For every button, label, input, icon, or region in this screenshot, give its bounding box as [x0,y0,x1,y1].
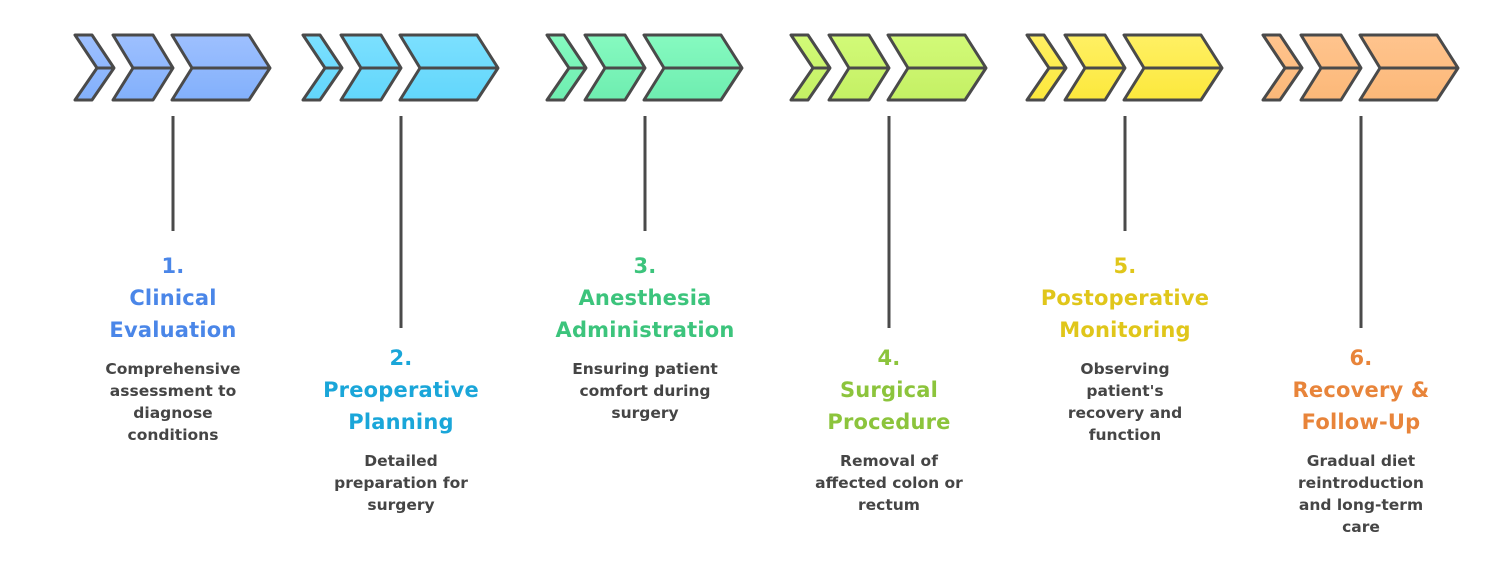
step-description-line: Detailed [364,452,438,470]
step-title: Surgical [839,378,939,402]
step-description-line: preparation for [334,474,468,492]
step-description-line: Removal of [840,452,938,470]
step-3-chevron-group [545,33,744,102]
step-description-line: rectum [858,496,920,514]
step-1-chevron-group [73,33,272,102]
step-title: Clinical [129,286,217,310]
step-title: Anesthesia [578,286,712,310]
step-title: Monitoring [1059,318,1191,342]
step-description-line: surgery [367,496,435,514]
step-description-line: assessment to [109,382,237,400]
step-number: 4. [877,346,901,370]
step-description-line: Gradual diet [1306,452,1416,470]
step-6-chevron-group [1261,33,1460,102]
step-description-line: recovery and [1067,404,1183,422]
step-description-line: diagnose [133,404,213,422]
step-description: Removal of affected colon or rectum [779,450,999,516]
step-description-line: conditions [127,426,219,444]
step-title: Administration [555,318,735,342]
step-title: Evaluation [109,318,237,342]
step-description-line: Observing [1080,360,1170,378]
step-description: Detailed preparation for surgery [291,450,511,516]
step-title: Recovery & [1292,378,1430,402]
step-title: Follow-Up [1301,410,1421,434]
step-2-chevron-group [301,33,500,102]
step-description-line: reintroduction [1298,474,1424,492]
step-description-line: comfort during [579,382,711,400]
step-description-line: care [1342,518,1380,536]
step-number: 6. [1349,346,1373,370]
step-title: Postoperative [1040,286,1210,310]
step-number: 2. [389,346,413,370]
step-description: Ensuring patient comfort during surgery [535,358,755,424]
step-title: Planning [348,410,454,434]
step-5-chevron-group [1025,33,1224,102]
step-number: 5. [1113,254,1137,278]
step-number: 1. [161,254,185,278]
step-description: Gradual diet reintroduction and long-term c… [1251,450,1471,538]
step-number: 3. [633,254,657,278]
step-description-line: function [1088,426,1162,444]
step-description-line: Comprehensive [105,360,241,378]
step-description: Observing patient's recovery and function [1015,358,1235,446]
step-description-line: and long-term [1298,496,1424,514]
step-title: Procedure [827,410,951,434]
step-description-line: affected colon or [815,474,963,492]
step-title: Preoperative [323,378,479,402]
step-description-line: patient's [1086,382,1164,400]
step-description-line: surgery [611,404,679,422]
step-4-chevron-group [789,33,988,102]
step-description: Comprehensive assessment to diagnose condit… [63,358,283,446]
step-description-line: Ensuring patient [572,360,718,378]
